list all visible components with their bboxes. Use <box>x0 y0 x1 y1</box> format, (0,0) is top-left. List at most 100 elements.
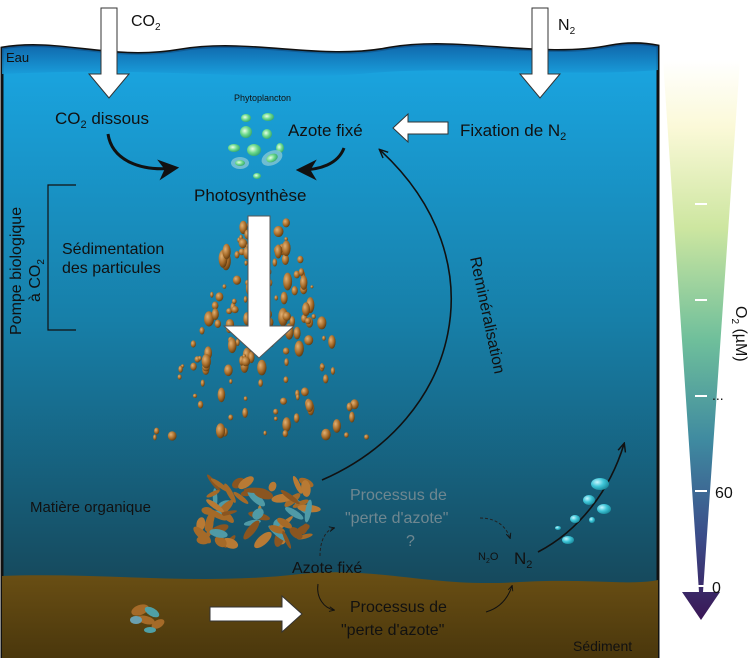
particle <box>282 430 288 438</box>
particle <box>282 417 291 432</box>
n2-input-arrow <box>518 7 562 99</box>
particle <box>322 335 326 341</box>
particle <box>153 434 157 441</box>
particle <box>302 302 310 317</box>
particle <box>282 240 291 257</box>
sedimentation-label-line1: Sédimentation <box>62 241 164 258</box>
particle <box>192 393 198 398</box>
particle <box>305 399 314 412</box>
particle <box>349 411 355 423</box>
particle <box>197 400 204 409</box>
organic-fragment <box>209 528 228 538</box>
particle <box>232 275 242 285</box>
particle <box>300 275 308 290</box>
particle <box>346 402 353 412</box>
particle <box>284 358 289 366</box>
particle <box>243 296 248 303</box>
particle <box>257 359 267 376</box>
particle <box>214 319 221 328</box>
nitrogen-fixation-label: Fixation de N2 <box>460 121 566 143</box>
organic-fragment <box>280 489 300 505</box>
particle <box>217 387 226 403</box>
particle <box>284 237 288 241</box>
loss-process-water-line2: "perte d'azote" <box>345 510 448 527</box>
particle <box>154 427 160 435</box>
n2-release-arrow <box>537 444 624 553</box>
particle <box>293 270 300 279</box>
organic-fragment <box>277 517 292 529</box>
o2-tick-60: 60 <box>715 485 733 502</box>
particle <box>243 396 248 401</box>
o2-tick-0: 0 <box>712 580 721 597</box>
particle <box>293 413 300 423</box>
particle <box>190 362 197 371</box>
sedimentation-arrow <box>222 215 296 359</box>
particle <box>238 238 248 249</box>
particle <box>210 291 214 298</box>
particle <box>317 316 327 330</box>
particle <box>321 428 331 441</box>
particle <box>293 326 301 340</box>
organic-fragment <box>233 491 249 504</box>
particle <box>273 408 279 415</box>
particle <box>244 260 248 266</box>
particle <box>283 376 289 384</box>
organic-fragment <box>243 520 260 540</box>
n2-bottom-label: N2 <box>514 549 532 571</box>
loss-process-sediment-line1: Processus de <box>350 599 447 616</box>
o2-scale-ticks <box>695 203 707 587</box>
fixed-nitrogen-bottom-label: Azote fixé <box>292 560 362 577</box>
water-loss-dashed-arrow-out <box>479 517 510 538</box>
particle <box>282 347 290 355</box>
sediment-organic-matter <box>130 604 165 633</box>
particle <box>263 430 267 436</box>
particle <box>215 423 226 439</box>
particle <box>282 218 290 228</box>
particle <box>304 335 314 346</box>
particle <box>199 327 205 335</box>
organic-fragment <box>206 499 224 513</box>
particle <box>295 393 300 401</box>
particle <box>201 354 211 369</box>
particle <box>229 379 233 384</box>
organic-fragment <box>292 475 303 494</box>
water-label: Eau <box>6 50 29 65</box>
particle <box>298 268 305 276</box>
o2-axis-label: O2 (µM) <box>729 306 749 362</box>
particle <box>226 308 233 315</box>
organic-matter-clump <box>193 474 321 549</box>
question-mark: ? <box>406 533 415 550</box>
particle <box>241 356 251 367</box>
particle <box>239 220 248 235</box>
fixed-nitrogen-top-label: Azote fixé <box>288 121 363 140</box>
bio-pump-label-line2: à CO2 <box>27 259 47 302</box>
organic-fragment <box>301 480 311 497</box>
particle <box>231 306 239 314</box>
organic-fragment <box>282 530 292 549</box>
particle <box>235 338 240 346</box>
particle <box>364 434 369 440</box>
co2-to-photosynthesis-arrow <box>106 133 180 181</box>
sediment-layer <box>2 572 658 658</box>
particle <box>323 374 329 384</box>
particle <box>294 340 304 357</box>
particle <box>305 317 311 325</box>
photosynthesis-label: Photosynthèse <box>194 186 306 205</box>
n2-top-label: N2 <box>558 17 576 37</box>
particle <box>291 286 298 296</box>
fixation-arrow <box>392 112 449 144</box>
organic-fragment <box>210 478 230 493</box>
organic-fragment <box>292 499 309 508</box>
bio-pump-label: Pompe biologique <box>8 207 25 335</box>
phytoplankton-label: Phytoplancton <box>234 93 291 103</box>
co2-dissolved-label: CO2 dissous <box>55 109 149 131</box>
remineralisation-arrow <box>321 150 452 481</box>
sediment-loss-arrow-out <box>485 586 512 613</box>
particle <box>274 295 279 301</box>
organic-fragment <box>206 490 220 498</box>
particle <box>167 431 177 441</box>
particle <box>283 272 293 291</box>
particle <box>258 379 263 387</box>
particle <box>227 337 237 354</box>
